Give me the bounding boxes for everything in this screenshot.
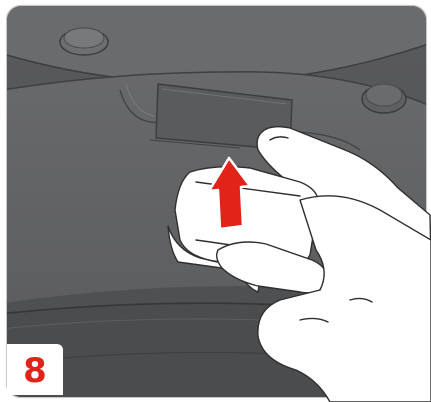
step-badge: 8: [7, 344, 63, 395]
step-number: 8: [23, 354, 47, 388]
rubber-foot-left: [60, 28, 108, 55]
rubber-foot-right: [362, 84, 406, 113]
